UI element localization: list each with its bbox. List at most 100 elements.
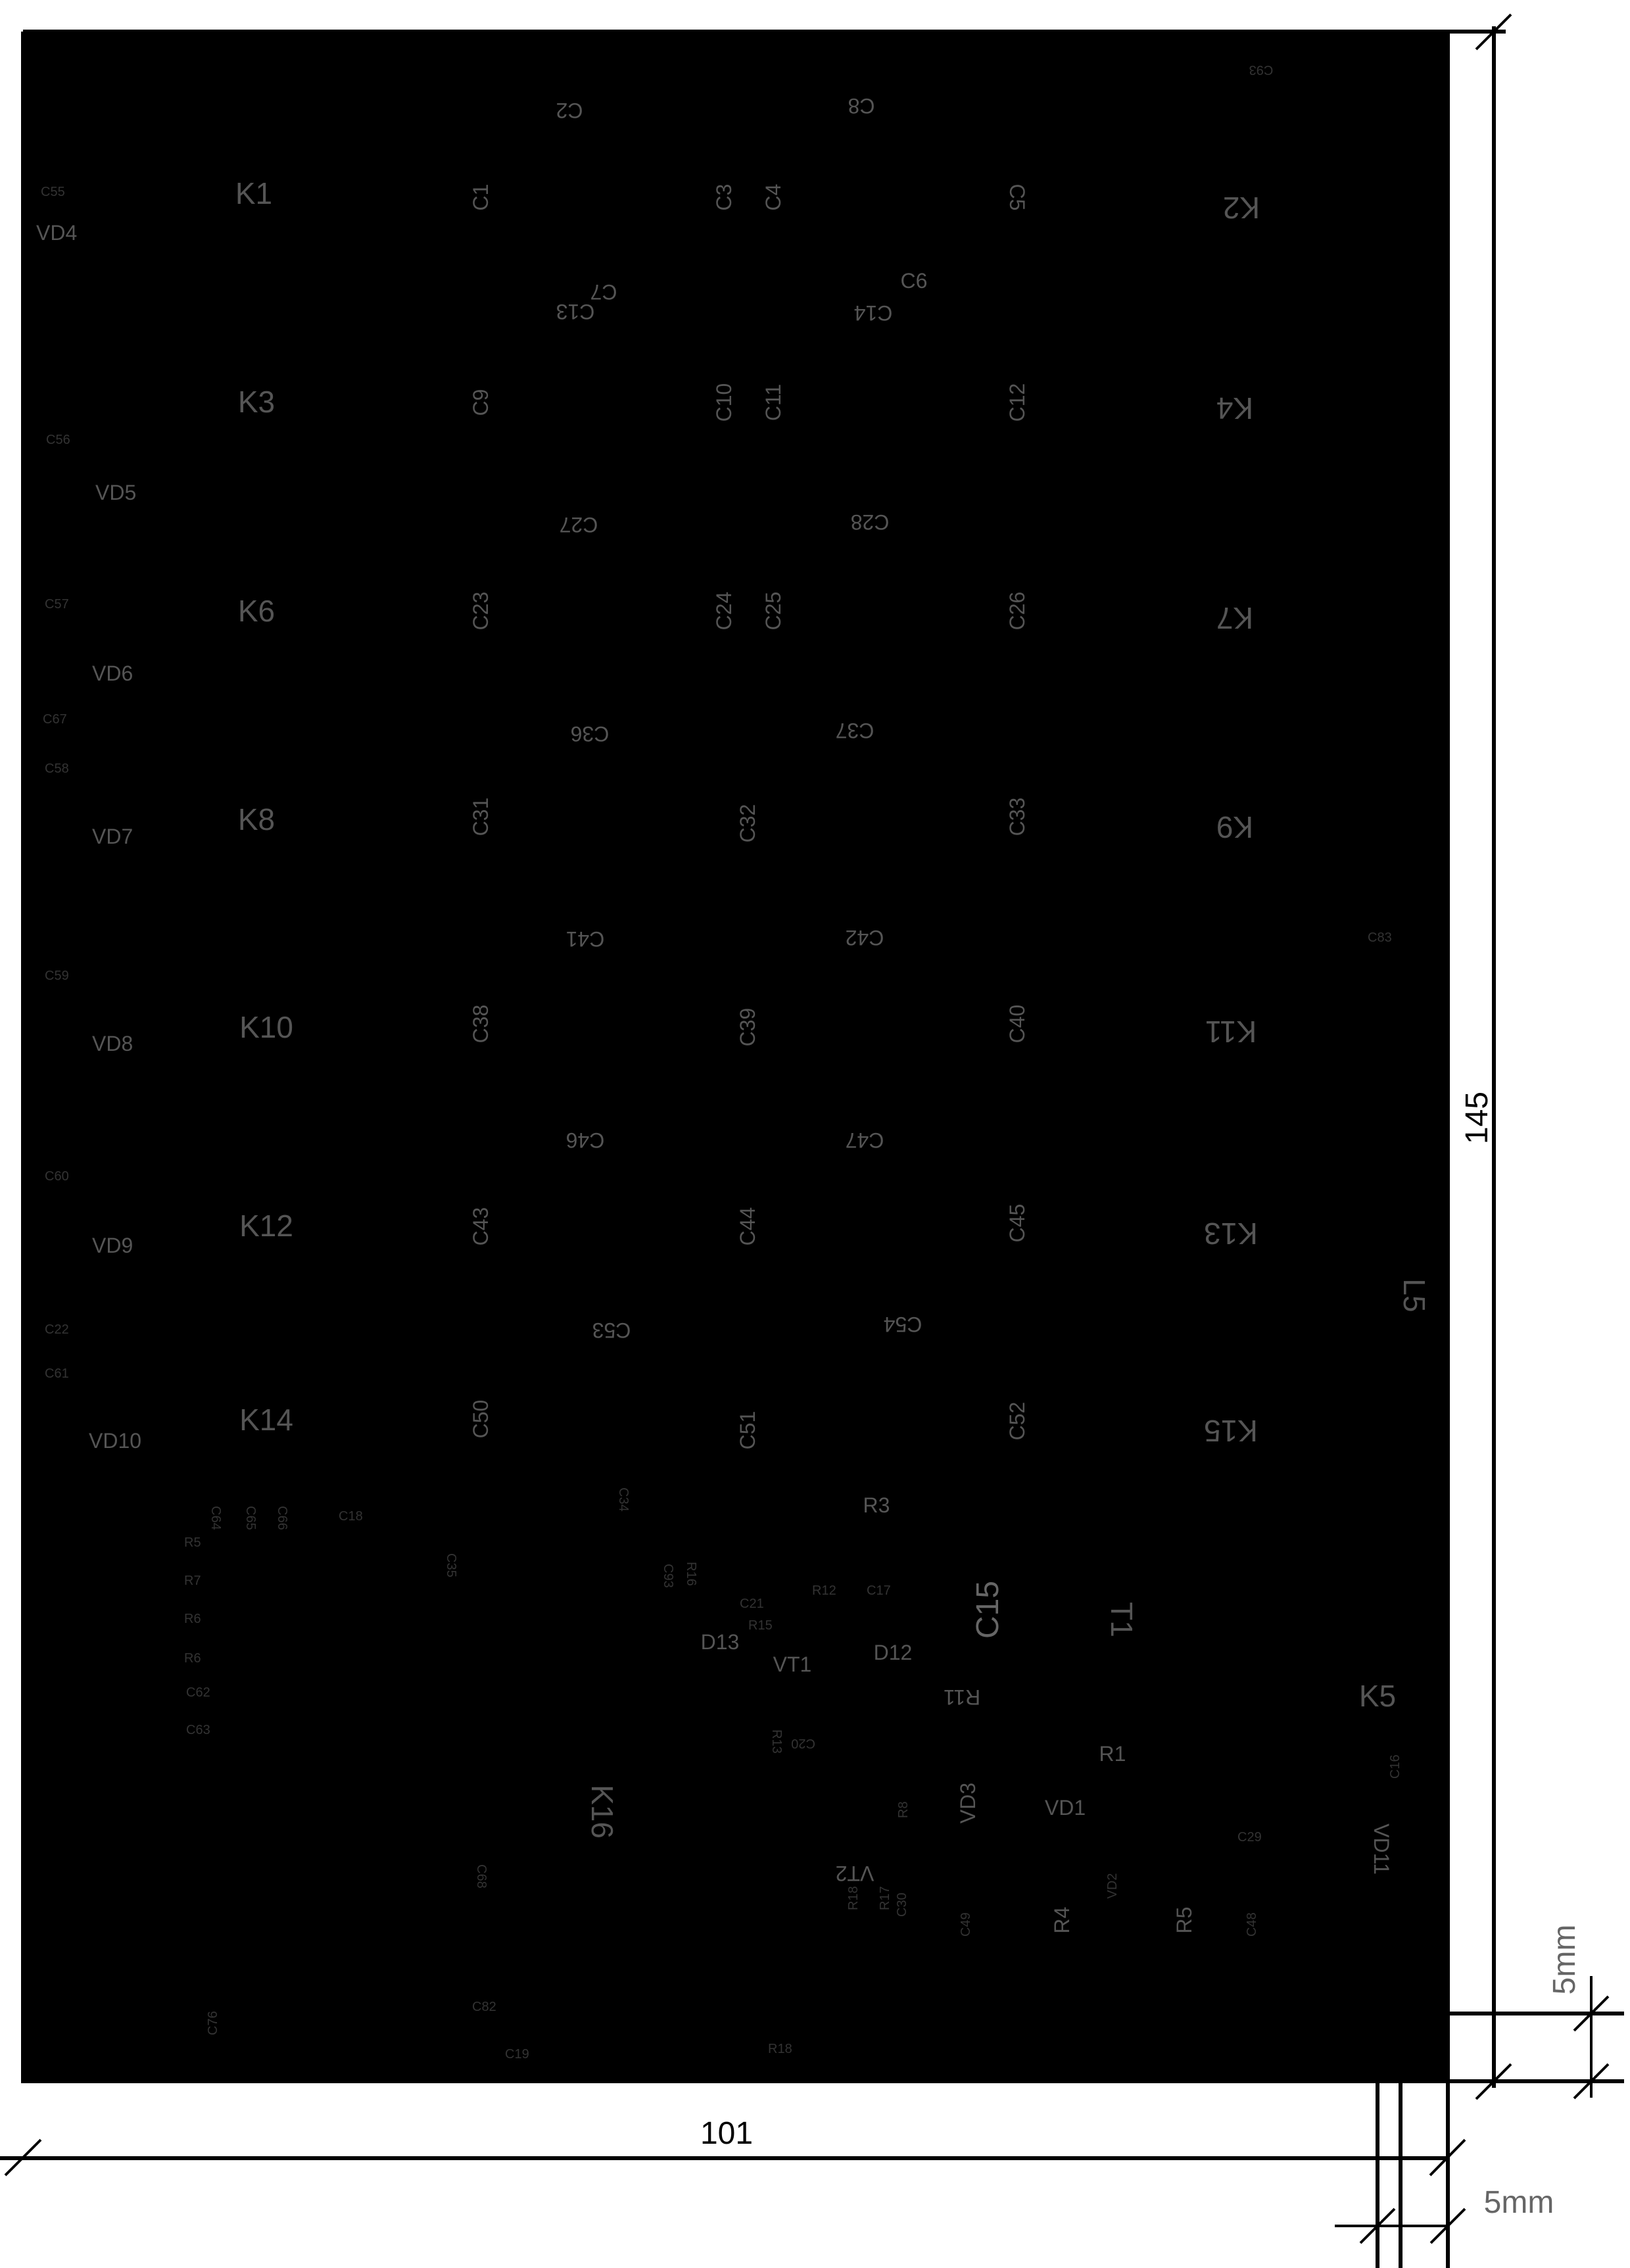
relay-k15-label: K15 [1204, 1414, 1258, 1448]
relay-labels: K1 K2 K3 K4 K6 K7 K8 K9 K10 K11 K12 K13 … [235, 176, 1396, 1839]
inductor-l6-label: L6 [531, 594, 569, 633]
cap-c10-label: C10 [712, 383, 736, 422]
cap-c65-label: C65 [243, 1506, 258, 1530]
cap-c60-label: C60 [45, 1169, 69, 1184]
cap-c46-label: C46 [566, 1128, 605, 1152]
cap-c31-label: C31 [469, 798, 492, 836]
cap-c41-label: C41 [566, 927, 605, 951]
relay-k5-label: K5 [1359, 1679, 1396, 1713]
dimension-height-label: 145 [1460, 1092, 1495, 1144]
cap-c63-label: C63 [186, 1723, 210, 1737]
res-r5s-label: R5 [184, 1535, 201, 1550]
dimension-width-label: 101 [700, 2116, 753, 2151]
res-r3-label: R3 [863, 1493, 890, 1517]
cap-c40-label: C40 [1005, 1005, 1029, 1044]
relay-group [163, 122, 1347, 1947]
cap-c26-label: C26 [1005, 592, 1029, 631]
relay-k6-label: K6 [238, 594, 275, 628]
cap-c59-label: C59 [45, 969, 69, 983]
cap-c33-label: C33 [1005, 798, 1029, 836]
cap-c11-label: C11 [761, 384, 785, 421]
cap-c68-label: C67 [43, 712, 67, 727]
pin-gnd-ant-label: GND [1347, 1618, 1374, 1670]
board-outline [21, 30, 1450, 2083]
pin-d0-label: D0 [33, 1639, 63, 1666]
cap-c15-label: C15 [971, 1581, 1005, 1639]
cap-c67-label: C68 [474, 1864, 489, 1889]
ic-group [220, 1545, 1169, 1990]
ic-dd2-label: DD2 [204, 1859, 275, 1898]
diode-vd11-label: VD11 [1370, 1823, 1393, 1875]
inductor-l1-label: L1 [526, 181, 564, 220]
pin-d1-label: D1 [33, 1601, 63, 1628]
cap-c48-label: C48 [1245, 1912, 1259, 1937]
cap-c22-label: C22 [45, 1322, 69, 1337]
pin-labels: IN GND D3 D2 D1 D0 RX GND ANT GND RG REF… [33, 278, 1374, 2058]
res-r13-label: R13 [769, 1729, 784, 1754]
ic-vt1-label: VT1 [773, 1653, 812, 1676]
res-r4-label: R4 [1050, 1907, 1074, 1934]
diode-vd9-label: VD9 [92, 1234, 133, 1257]
pin-gnd-bottom-label: GND [823, 2006, 850, 2058]
cap-c24-label: C24 [712, 592, 736, 631]
diode-d13-label: D13 [701, 1630, 740, 1654]
diode-vd8-label: VD8 [92, 1032, 133, 1055]
diode-vd5-label: VD5 [95, 481, 136, 504]
cap-c6-label: C6 [901, 269, 928, 293]
cap-c4-label: C4 [761, 184, 785, 211]
relay-k2-label: K2 [1223, 191, 1260, 225]
ic-labels: DD3 DD2 DA1 XS1 XS2 [204, 1514, 699, 2019]
cap-c25-label: C25 [761, 592, 785, 631]
cap-c76-label: C76 [206, 2011, 220, 2035]
relay-k13-label: K13 [1204, 1217, 1258, 1251]
cap-c16-label: C16 [1388, 1754, 1402, 1779]
inductor-l10-label: L10 [539, 1007, 596, 1046]
cap-c14-label: C14 [854, 301, 893, 325]
cap-c57-label: C57 [45, 597, 69, 612]
cap-c38-label: C38 [469, 1005, 492, 1044]
relay-k8-label: K8 [238, 802, 275, 836]
inductor-l4-label: L4 [824, 386, 862, 424]
cap-c58-label: C58 [45, 761, 69, 776]
inductor-l3-label: L3 [531, 386, 569, 424]
inductor-l15-label: L15 [814, 1398, 871, 1436]
dimension-lines: 101 145 5mm 5mm [0, 13, 1624, 2268]
connector-xs2-label: XS2 [654, 1992, 699, 2019]
inductor-l12-label: L12 [539, 1209, 596, 1247]
diode-vd3-label: VD3 [956, 1783, 980, 1823]
cap-c43-label: C43 [469, 1207, 492, 1246]
cap-c93-label: C93 [661, 1564, 675, 1588]
cap-c84-label: C93 [1249, 62, 1274, 77]
cap-c66-label: C66 [275, 1506, 289, 1530]
ic-vt2-label: VT2 [836, 1862, 875, 1885]
cap-c50-label: C50 [469, 1400, 492, 1439]
inductor-l5-label: L5 [1397, 1278, 1431, 1312]
cap-c12-label: C12 [1005, 383, 1029, 422]
relay-k10-label: K10 [239, 1010, 293, 1044]
rounded-capacitors [456, 88, 1042, 1495]
cap-c61-label: C61 [45, 1366, 69, 1381]
relay-k16-label: K16 [585, 1785, 619, 1839]
cap-c17-label: C17 [867, 1583, 891, 1598]
res-r11-label: R11 [944, 1685, 980, 1709]
pin-rx-label: RX [1347, 1416, 1374, 1450]
res-r8-label: R7 [184, 1574, 201, 1588]
cap-c64-label: C64 [208, 1506, 223, 1530]
ic-dd3-label: DD3 [510, 1686, 581, 1725]
connector-xs1-label: XS1 [396, 1928, 441, 1955]
cap-c49-label: C49 [959, 1912, 973, 1937]
res-r15-label: R16 [684, 1562, 698, 1586]
ic-t1-label: T1 [1105, 1602, 1139, 1637]
cap-c30-label: C30 [895, 1893, 909, 1917]
relay-k14-label: K14 [239, 1403, 293, 1437]
cap-c36-label: C36 [571, 722, 610, 746]
cap-c21-label: C21 [740, 1597, 764, 1611]
cap-c19-label: C19 [505, 2047, 529, 2062]
res-r1-label: R1 [1099, 1742, 1126, 1766]
cap-c2-label: C2 [556, 99, 583, 122]
pin-in-label: IN [72, 278, 99, 302]
diode-d12-label: D12 [874, 1641, 913, 1664]
cap-c44-label: C44 [736, 1207, 759, 1246]
pin-rg-label: RG [952, 1972, 988, 1999]
res-r7-label: R6 [184, 1612, 201, 1626]
